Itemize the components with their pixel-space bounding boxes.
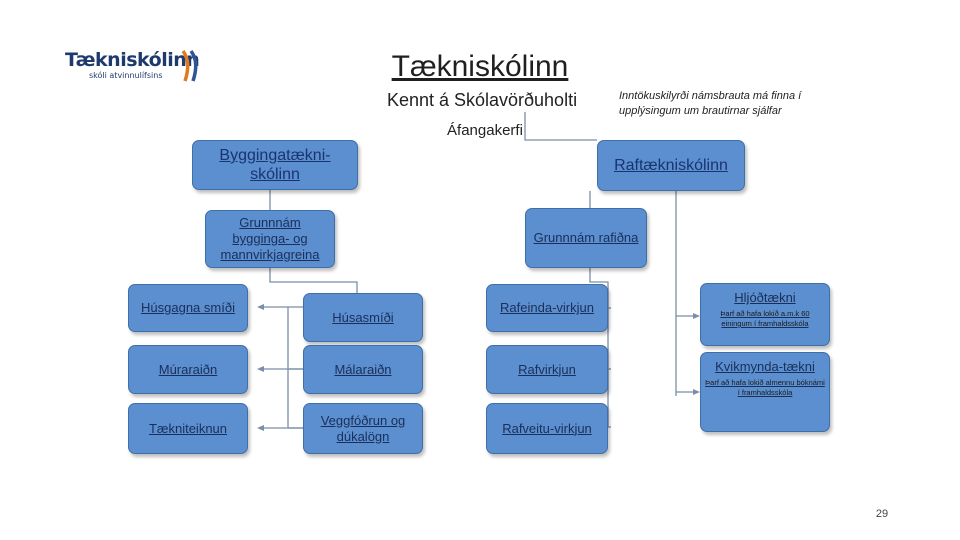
arrowhead-taekniteikn bbox=[257, 425, 264, 431]
node-grunn-raf[interactable]: Grunnnám rafiðna bbox=[525, 208, 647, 268]
node-bygg-label: Byggingatækni-skólinn bbox=[219, 147, 331, 183]
node-kvikmynda-detail: Þarf að hafa lokið almennu bóknámi í fra… bbox=[705, 378, 825, 397]
node-grunn-bygg-label: Grunnnám bygginga- og mannvirkjagreina bbox=[220, 215, 320, 262]
arrowhead-husagna bbox=[257, 304, 264, 310]
node-kvikmynda-label: Kvikmynda-tækni bbox=[715, 359, 815, 374]
page-title[interactable]: Tækniskólinn bbox=[391, 50, 569, 83]
node-raf-label: Raftækniskólinn bbox=[614, 157, 728, 174]
node-raf[interactable]: Raftækniskólinn bbox=[597, 140, 745, 191]
node-husgagna[interactable]: Húsgagna smíði bbox=[128, 284, 248, 332]
arrowhead-hljod bbox=[693, 313, 700, 319]
node-murara[interactable]: Múraraiðn bbox=[128, 345, 248, 394]
node-rafvirkjun-label: Rafvirkjun bbox=[518, 361, 576, 377]
node-taekniteikn-label: Tækniteiknun bbox=[148, 420, 228, 436]
node-hljod-label: Hljóðtækni bbox=[734, 290, 796, 305]
connector-grunn-husasmidi bbox=[269, 268, 358, 293]
arrowhead-murara bbox=[257, 366, 264, 372]
connector-raf-spine bbox=[589, 268, 611, 428]
connector-note-raf bbox=[524, 112, 597, 141]
node-veggfodrun[interactable]: Veggfóðrun og dúkalögn bbox=[303, 403, 423, 454]
node-rafveitu-label: Rafveitu-virkjun bbox=[502, 420, 592, 436]
node-veggfodrun-label: Veggfóðrun og dúkalögn bbox=[320, 412, 406, 444]
node-grunn-bygg[interactable]: Grunnnám bygginga- og mannvirkjagreina bbox=[205, 210, 335, 268]
node-grunn-raf-label: Grunnnám rafiðna bbox=[533, 230, 639, 245]
school-logo: Tækniskólinn skóli atvinnulífsins bbox=[63, 49, 203, 85]
node-kvikmynda[interactable]: Kvikmynda-tækni Þarf að hafa lokið almen… bbox=[700, 352, 830, 432]
page-number: 29 bbox=[875, 508, 889, 520]
node-husgagna-label: Húsgagna smíði bbox=[141, 300, 235, 315]
page-subtitle: Kennt á Skólavörðuholti bbox=[386, 90, 578, 110]
node-husasmidi-label: Húsasmíði bbox=[332, 309, 394, 325]
node-rafeinda-label: Rafeinda-virkjun bbox=[500, 300, 594, 315]
logo-name: Tækniskólinn bbox=[65, 49, 200, 71]
node-rafveitu[interactable]: Rafveitu-virkjun bbox=[486, 403, 608, 454]
node-taekniteikn[interactable]: Tækniteiknun bbox=[128, 403, 248, 454]
system-label: Áfangakerfi bbox=[447, 122, 523, 139]
node-husasmidi[interactable]: Húsasmíði bbox=[303, 293, 423, 342]
node-rafvirkjun[interactable]: Rafvirkjun bbox=[486, 345, 608, 394]
node-hljod-detail: Þarf að hafa lokið a.m.k 60 einingum í f… bbox=[720, 309, 810, 328]
logo-mark-icon bbox=[181, 49, 198, 82]
node-malara[interactable]: Málaraiðn bbox=[303, 345, 423, 394]
arrowhead-kvikmynda bbox=[693, 389, 700, 395]
node-murara-label: Múraraiðn bbox=[158, 361, 218, 377]
node-rafeinda[interactable]: Rafeinda-virkjun bbox=[486, 284, 608, 332]
node-bygg[interactable]: Byggingatækni-skólinn bbox=[192, 140, 358, 190]
logo-tagline: skóli atvinnulífsins bbox=[89, 71, 163, 80]
node-hljod[interactable]: Hljóðtækni Þarf að hafa lokið a.m.k 60 e… bbox=[700, 283, 830, 346]
node-malara-label: Málaraiðn bbox=[334, 361, 392, 377]
admission-note: Inntökuskilyrði námsbrauta má finna í up… bbox=[619, 90, 802, 117]
